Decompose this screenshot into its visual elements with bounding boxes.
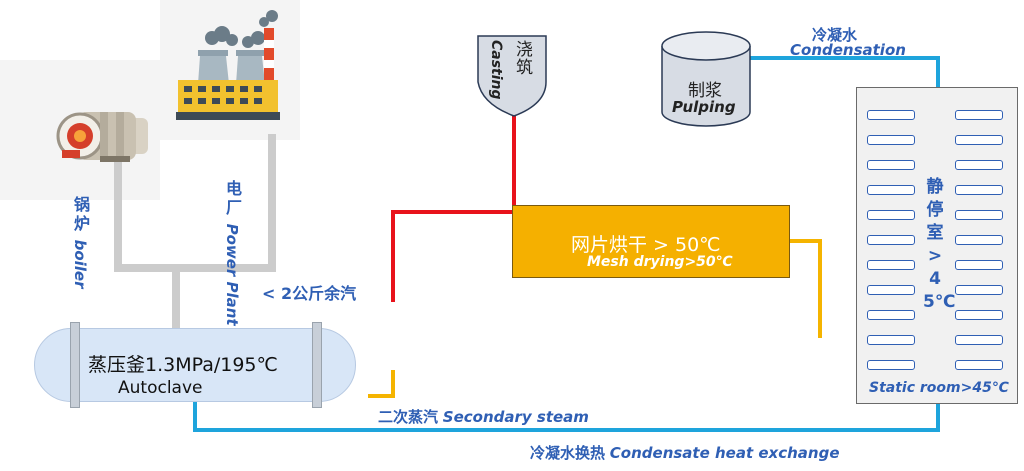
pulping-label-en: Pulping: [672, 98, 736, 116]
power-plant-icon: [176, 10, 280, 120]
residual-steam-label: < 2公斤余汽: [262, 284, 357, 303]
rack-slot: [867, 360, 915, 370]
boiler-icon: [56, 112, 148, 162]
static-room-label-cn: 静停室>45℃: [923, 177, 956, 312]
casting-label-cn: 浇筑: [512, 40, 532, 76]
static-room-box: 静停室>45℃ Static room>45℃: [856, 87, 1018, 404]
rack-slot: [867, 135, 915, 145]
rack-slot: [867, 185, 915, 195]
condensate-exchange-cn: 冷凝水换热: [530, 444, 606, 462]
mesh-drying-label-cn: 网片烘干 > 50℃: [571, 234, 721, 256]
casting-vessel-icon: [477, 35, 547, 117]
condensation-label-cn: 冷凝水: [812, 26, 858, 44]
condensation-pipe: [750, 56, 940, 90]
power-plant-label-cn: 电厂: [223, 180, 242, 218]
rack-slot: [955, 285, 1003, 295]
rack-slot: [867, 160, 915, 170]
rack-slot: [867, 235, 915, 245]
condensation-label-en: Condensation: [790, 41, 906, 59]
boiler-steam-pipe: [114, 148, 276, 272]
rack-slot: [867, 310, 915, 320]
rack-slot: [867, 260, 915, 270]
secondary-steam-en: Secondary steam: [442, 408, 589, 426]
rack-slot: [867, 210, 915, 220]
rack-slot: [955, 360, 1003, 370]
condensate-exchange-label: 冷凝水换热 Condensate heat exchange: [530, 442, 840, 463]
pulping-tank-icon: [661, 31, 751, 127]
rack-slot: [955, 135, 1003, 145]
rack-slot: [955, 210, 1003, 220]
rack-slot: [955, 185, 1003, 195]
condensate-return-pipe: [193, 402, 940, 432]
static-room-label-en: Static room>45℃: [869, 380, 1009, 396]
mesh-drying-label-en: Mesh drying>50℃: [587, 254, 733, 270]
boiler-label-en: boiler: [71, 239, 89, 289]
boiler-label: 锅炉 boiler: [68, 196, 92, 288]
casting-hot-pipe: [391, 114, 516, 302]
rack-slot: [867, 110, 915, 120]
autoclave-label-cn: 蒸压釜1.3MPa/195℃: [88, 354, 278, 376]
rack-slot: [867, 285, 915, 295]
rack-slot: [867, 335, 915, 345]
mesh-drying-box: 网片烘干 > 50℃ Mesh drying>50℃: [512, 205, 790, 278]
pulping-label-cn: 制浆: [688, 81, 722, 101]
rack-slot: [955, 335, 1003, 345]
power-plant-label-en: Power Plant: [223, 223, 241, 326]
boiler-label-cn: 锅炉: [71, 196, 90, 234]
secondary-steam-cn: 二次蒸汽: [378, 408, 439, 426]
rack-slot: [955, 260, 1003, 270]
autoclave-right-flange: [312, 322, 322, 408]
casting-label-en: Casting: [488, 40, 504, 100]
autoclave-label-en: Autoclave: [118, 378, 203, 398]
autoclave-vessel: [34, 328, 356, 402]
secondary-steam-pipe: [368, 370, 395, 398]
rack-slot: [955, 110, 1003, 120]
rack-slot: [955, 235, 1003, 245]
mesh-drying-outlet-pipe: [788, 239, 822, 338]
rack-slot: [955, 160, 1003, 170]
casting-label: 浇筑 Casting: [482, 38, 542, 108]
power-plant-label: 电厂 Power Plant: [220, 180, 244, 326]
autoclave-left-flange: [70, 322, 80, 408]
secondary-steam-label: 二次蒸汽 Secondary steam: [378, 406, 589, 427]
condensate-exchange-en: Condensate heat exchange: [609, 444, 840, 462]
rack-slot: [955, 310, 1003, 320]
